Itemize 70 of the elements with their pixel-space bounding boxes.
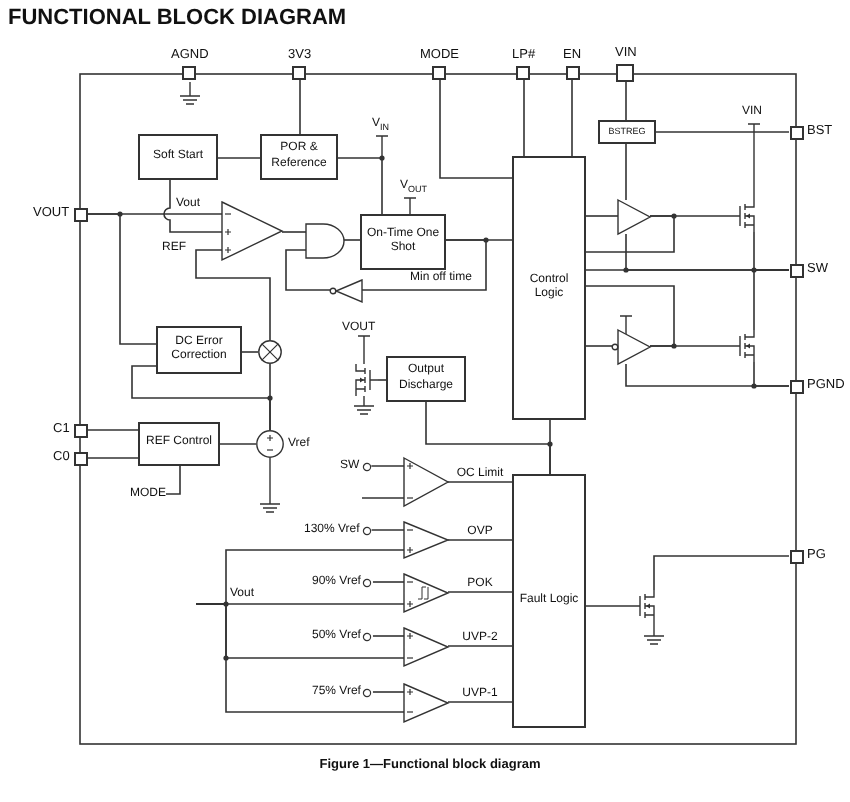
wire — [86, 457, 139, 459]
mosfet-symbol — [732, 200, 760, 232]
wire — [299, 79, 301, 135]
wire — [571, 79, 573, 157]
wire — [439, 79, 513, 179]
and-gate-symbol — [306, 224, 344, 258]
voltage-source-symbol — [256, 430, 284, 458]
wire — [655, 131, 790, 133]
process-box — [138, 422, 220, 466]
process-box — [386, 356, 466, 402]
wire — [585, 215, 675, 253]
wire — [372, 581, 405, 583]
wire — [753, 269, 790, 331]
wire — [653, 555, 790, 591]
mosfet-symbol — [632, 590, 660, 622]
mosfet-symbol — [732, 330, 760, 362]
wire — [372, 691, 405, 693]
wire — [361, 239, 487, 291]
comparator-symbol — [404, 522, 448, 558]
wire — [285, 249, 331, 291]
wire — [549, 419, 551, 475]
wire — [585, 215, 619, 217]
wire — [447, 539, 513, 541]
wire — [361, 497, 405, 499]
wire — [447, 701, 513, 703]
wire — [377, 379, 387, 381]
wire — [523, 79, 525, 157]
gate-driver-symbol — [618, 200, 650, 234]
process-box — [156, 326, 242, 374]
process-box — [260, 134, 338, 180]
wire — [165, 465, 181, 495]
wire — [217, 157, 261, 159]
wire — [337, 157, 383, 215]
comparator-symbol — [404, 628, 448, 666]
wire — [195, 249, 271, 341]
wire — [86, 429, 139, 431]
wire — [219, 443, 257, 445]
wire — [447, 645, 513, 647]
wire — [370, 465, 405, 467]
process-box — [598, 120, 656, 144]
wire — [131, 365, 271, 431]
wire — [343, 239, 361, 241]
inverter-symbol — [330, 280, 362, 302]
wire — [195, 603, 405, 713]
wire — [281, 231, 307, 233]
gate-driver-symbol — [612, 330, 650, 364]
mosfet-symbol — [350, 364, 378, 396]
title: FUNCTIONAL BLOCK DIAGRAM — [8, 6, 347, 30]
wire — [625, 363, 790, 387]
wire — [447, 481, 513, 483]
comparator-symbol — [404, 684, 448, 722]
process-box — [360, 214, 446, 270]
comparator-symbol — [404, 458, 448, 506]
wire — [585, 605, 633, 607]
multiplier-symbol — [258, 340, 282, 364]
wire — [86, 213, 157, 345]
wire — [447, 591, 513, 593]
wire — [163, 179, 223, 233]
wire — [625, 143, 627, 201]
wire — [585, 345, 613, 347]
wire — [241, 351, 259, 353]
process-box — [512, 156, 586, 420]
wire — [370, 529, 405, 531]
process-box — [512, 474, 586, 728]
wire — [585, 285, 675, 347]
comparator-symbol — [404, 574, 448, 612]
process-box — [138, 134, 218, 180]
amplifier-symbol — [222, 202, 282, 260]
wire — [372, 635, 405, 637]
wire — [625, 81, 627, 121]
